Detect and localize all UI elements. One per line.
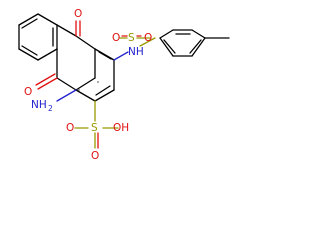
atom-sulfonic-o-left: O: [66, 122, 74, 134]
atom-tosyl-o-right: O: [144, 32, 152, 44]
atom-sulfonic-oh: OH: [113, 122, 129, 134]
atom-o-top: O: [74, 8, 82, 20]
atom-tosyl-s: S: [128, 32, 135, 44]
atom-o-bottom: O: [24, 86, 32, 98]
chemical-structure-diagram: O O NH 2 NH S O O S OH O O: [18, 8, 230, 162]
atom-sulfonic-s: S: [91, 122, 98, 134]
tosyl-sulfonyl: [119, 35, 156, 47]
atom-sulfonamide-nh: NH: [128, 46, 144, 58]
left-benzo-ring: [18, 13, 58, 61]
sulfonic-acid-bonds: [74, 100, 119, 149]
sulfonamide-bond: [113, 51, 129, 61]
top-carbonyl: [75, 20, 81, 37]
right-aromatic-ring: [75, 48, 115, 102]
tolyl-ring: [159, 29, 230, 57]
atom-sulfonic-o-bottom: O: [91, 150, 99, 162]
atom-nh2: NH: [31, 99, 47, 111]
amine-bond: [56, 89, 77, 102]
atom-nh2-subscript: 2: [48, 104, 53, 113]
atom-tosyl-o-left: O: [112, 32, 120, 44]
bottom-carbonyl: [35, 73, 58, 90]
quinone-ring: [56, 24, 96, 91]
